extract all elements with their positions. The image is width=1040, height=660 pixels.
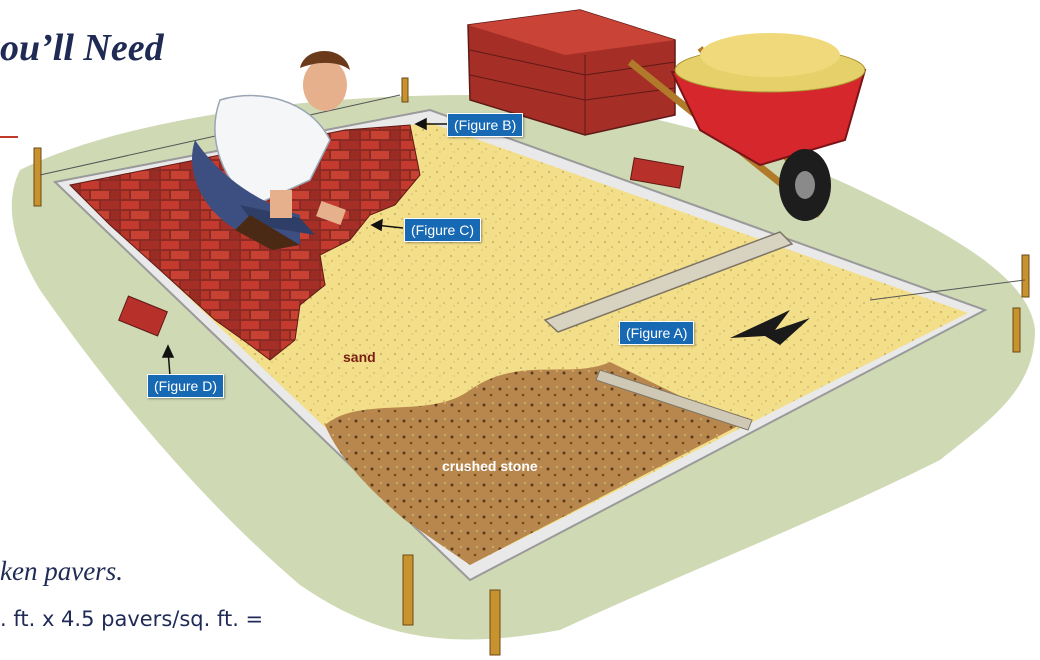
- crushed-stone-label: crushed stone: [442, 458, 538, 474]
- subheading-text: ken pavers.: [0, 556, 123, 587]
- accent-rule: [0, 136, 18, 138]
- figure-b-callout: (Figure B): [447, 113, 523, 137]
- figure-d-callout: (Figure D): [147, 374, 224, 398]
- section-heading: ou’ll Need: [0, 26, 164, 70]
- figure-c-callout: (Figure C): [404, 218, 481, 242]
- body-text: . ft. x 4.5 pavers/sq. ft. =: [0, 607, 263, 631]
- figure-a-callout: (Figure A): [619, 321, 694, 345]
- sand-label: sand: [343, 349, 376, 365]
